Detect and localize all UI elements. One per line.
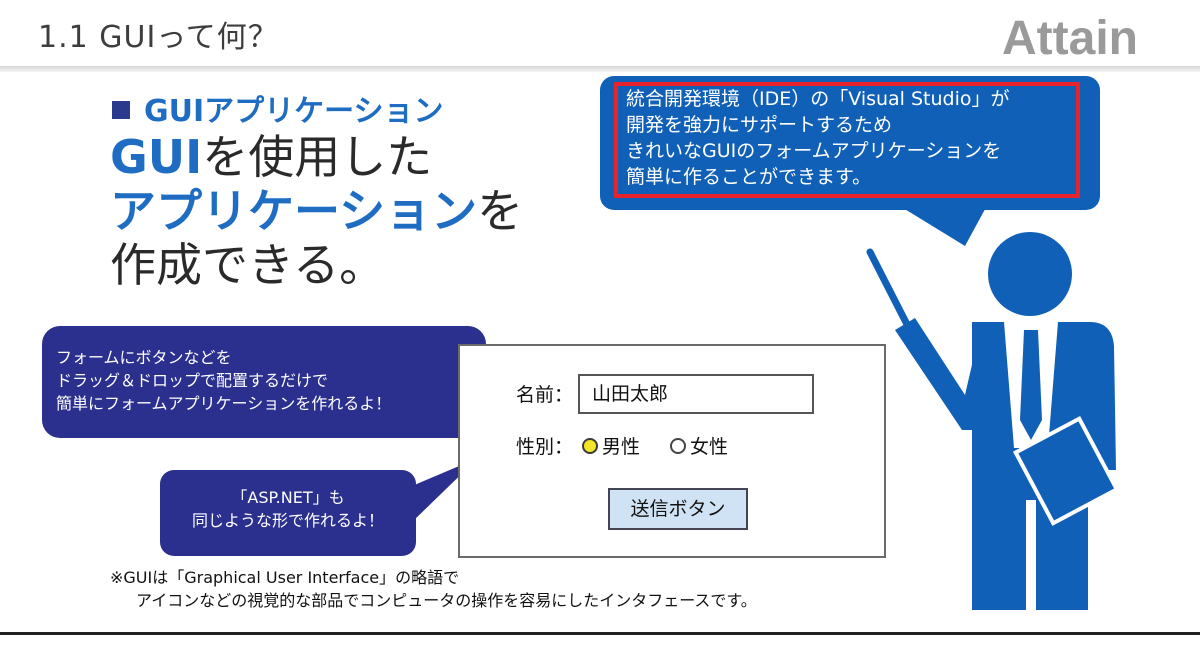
section-heading-text: GUIアプリケーション <box>144 94 444 129</box>
ide-highlight-frame <box>614 82 1080 198</box>
ide-bubble-line: きれいなGUIのフォームアプリケーションを <box>626 140 1002 162</box>
name-input[interactable]: 山田太郎 <box>578 374 814 414</box>
logo-text: Attain <box>1002 12 1138 64</box>
asp-speech-bubble <box>160 470 416 556</box>
radio-male[interactable] <box>582 438 598 454</box>
form-bubble-line: 簡単にフォームアプリケーションを作れるよ！ <box>56 394 392 413</box>
person-arm-icon <box>895 318 990 430</box>
radio-male-label: 男性 <box>602 436 641 458</box>
person-shirt-icon <box>1004 322 1058 448</box>
submit-button[interactable]: 送信ボタン <box>608 488 748 530</box>
pointer-stick-icon <box>866 248 920 346</box>
ide-speech-bubble <box>600 76 1100 210</box>
form-bubble-line: フォームにボタンなどを <box>56 348 232 367</box>
asp-bubble-line: 同じような形で作れるよ！ <box>191 511 384 530</box>
ide-bubble-text: 統合開発環境（IDE）の「Visual Studio」が 開発を強力にサポートす… <box>626 86 1076 190</box>
headline: GUIを使用した アプリケーションを 作成できる。 <box>110 130 523 292</box>
radio-female-label: 女性 <box>690 436 729 458</box>
section-heading: GUIアプリケーション <box>112 86 444 130</box>
person-body-icon <box>972 322 1116 610</box>
clipboard-icon <box>1012 416 1120 526</box>
gender-label: 性別： <box>516 436 574 458</box>
form-bubble-text: フォームにボタンなどを ドラッグ＆ドロップで配置するだけで 簡単にフォームアプリ… <box>56 346 391 415</box>
ide-bubble-line: 開発を強力にサポートするため <box>626 114 893 136</box>
bullet-square-icon <box>112 100 130 119</box>
headline-text: を <box>477 184 524 238</box>
form-speech-bubble <box>42 326 486 438</box>
person-tie-icon <box>1020 330 1042 440</box>
form-bubble-line: ドラッグ＆ドロップで配置するだけで <box>56 371 329 390</box>
headline-line-3: 作成できる。 <box>110 238 386 292</box>
person-head-icon <box>988 232 1072 316</box>
name-label: 名前： <box>516 384 574 406</box>
footer-divider <box>0 632 1200 635</box>
footnote-line-1: ※GUIは「Graphical User Interface」の略語で <box>110 568 460 587</box>
header-divider <box>0 66 1200 72</box>
radio-female[interactable] <box>670 438 686 454</box>
asp-bubble-line: 「ASP.NET」も <box>231 488 345 507</box>
ide-bubble-line: 簡単に作ることができます。 <box>626 166 872 188</box>
headline-line-2: アプリケーションを <box>110 184 523 238</box>
attain-logo: Attain <box>1002 12 1138 64</box>
headline-highlight-gui: GUI <box>110 130 203 184</box>
headline-highlight-app: アプリケーション <box>110 184 478 238</box>
headline-text: を使用した <box>202 130 433 184</box>
headline-line-1: GUIを使用した <box>110 130 523 184</box>
footnote-line-2: アイコンなどの視覚的な部品でコンピュータの操作を容易にしたインタフェースです。 <box>136 591 757 610</box>
ide-bubble-line: 統合開発環境（IDE）の「Visual Studio」が <box>626 88 1010 110</box>
page-title: 1.1 GUIって何？ <box>38 20 279 55</box>
footnote: ※GUIは「Graphical User Interface」の略語で アイコン… <box>110 566 757 612</box>
asp-bubble-text: 「ASP.NET」も 同じような形で作れるよ！ <box>160 486 416 532</box>
